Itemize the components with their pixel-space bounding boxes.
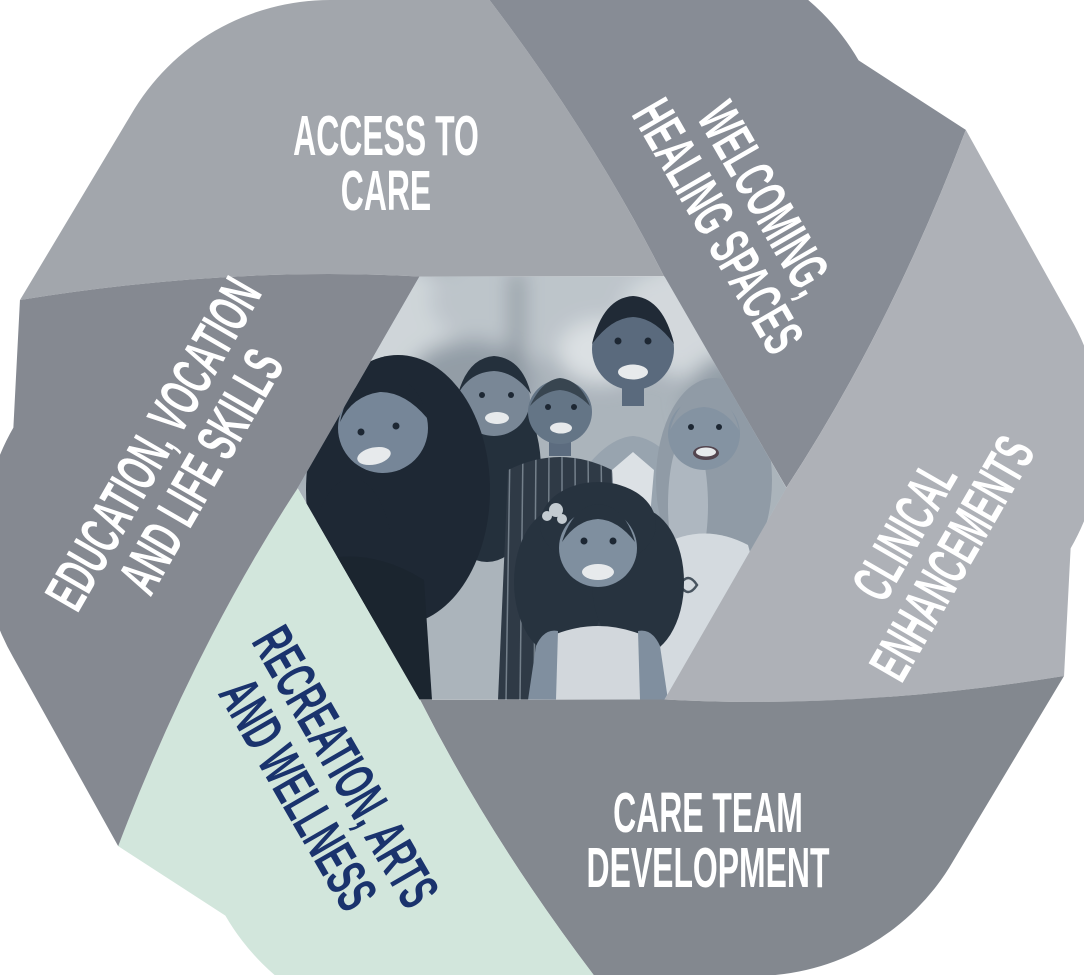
photo-person-girl-front — [514, 482, 684, 700]
